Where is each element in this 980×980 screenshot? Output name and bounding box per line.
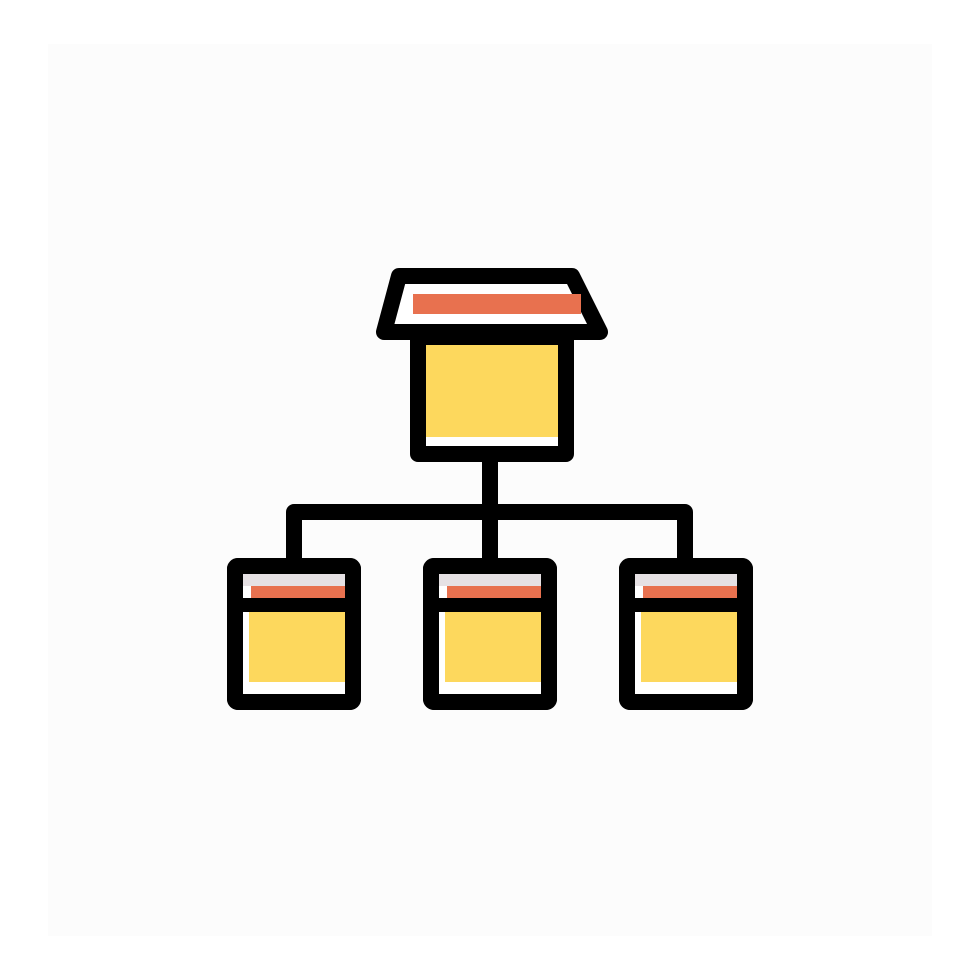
child-node-2-outline (423, 558, 557, 710)
child-node-3-content (641, 612, 737, 682)
child-node-3 (619, 558, 753, 710)
child-node-2-header-stripe (447, 586, 541, 598)
connector-lines (286, 450, 693, 566)
top-node-box (410, 329, 574, 462)
top-node-roof-stripe (413, 294, 581, 314)
child-node-1-outline (227, 558, 361, 710)
top-node-box-highlight (426, 437, 558, 446)
child-node-2-highlight (439, 574, 541, 586)
branch-line (286, 504, 693, 566)
child-node-1-content (249, 612, 345, 682)
child-node-1 (227, 558, 361, 710)
child-node-2 (423, 558, 557, 710)
child-node-3-outline (619, 558, 753, 710)
child-node-3-header-stripe (643, 586, 737, 598)
child-node-2-content (445, 612, 541, 682)
top-node (376, 268, 608, 462)
child-node-2-header-divider (431, 598, 549, 612)
child-node-1-header-stripe (251, 586, 345, 598)
child-node-1-header-divider (235, 598, 353, 612)
child-node-3-highlight (635, 574, 737, 586)
child-node-1-highlight (243, 574, 345, 586)
child-node-3-header-divider (627, 598, 745, 612)
